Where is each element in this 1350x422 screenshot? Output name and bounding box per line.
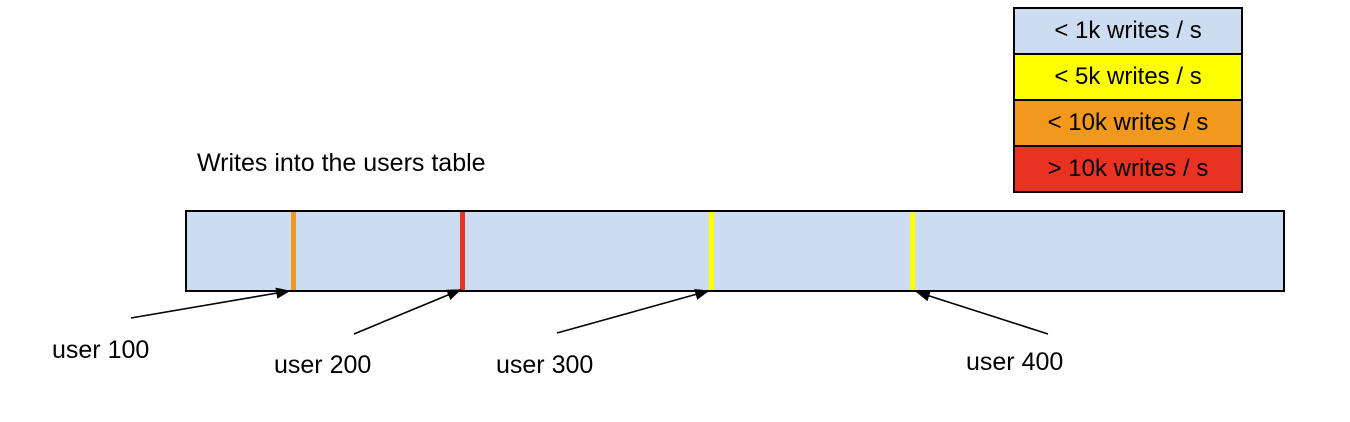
users-table-bar bbox=[185, 210, 1285, 292]
write-hotspot-stripe-user-400 bbox=[909, 212, 915, 290]
legend: < 1k writes / s < 5k writes / s < 10k wr… bbox=[1013, 7, 1243, 193]
legend-item-label: < 1k writes / s bbox=[1054, 17, 1202, 44]
legend-item-lt-5k: < 5k writes / s bbox=[1015, 55, 1241, 101]
user-label-400: user 400 bbox=[966, 348, 1064, 376]
legend-item-label: > 10k writes / s bbox=[1047, 155, 1209, 182]
user-label-100: user 100 bbox=[52, 336, 150, 364]
user-label-300: user 300 bbox=[496, 351, 594, 379]
arrow-user-100 bbox=[130, 287, 291, 319]
write-hotspot-stripe-user-300 bbox=[708, 212, 714, 290]
diagram-title: Writes into the users table bbox=[197, 149, 486, 177]
legend-item-lt-1k: < 1k writes / s bbox=[1015, 9, 1241, 55]
arrow-user-200 bbox=[353, 289, 462, 335]
legend-item-label: < 10k writes / s bbox=[1047, 109, 1209, 136]
legend-item-label: < 5k writes / s bbox=[1054, 63, 1202, 90]
write-hotspot-stripe-user-100 bbox=[290, 212, 296, 290]
write-hotspot-stripe-user-200 bbox=[459, 212, 465, 290]
arrow-user-300 bbox=[556, 289, 710, 334]
legend-item-lt-10k: < 10k writes / s bbox=[1015, 101, 1241, 147]
arrow-user-400 bbox=[915, 290, 1049, 335]
user-label-200: user 200 bbox=[274, 351, 372, 379]
legend-item-gt-10k: > 10k writes / s bbox=[1015, 147, 1241, 191]
